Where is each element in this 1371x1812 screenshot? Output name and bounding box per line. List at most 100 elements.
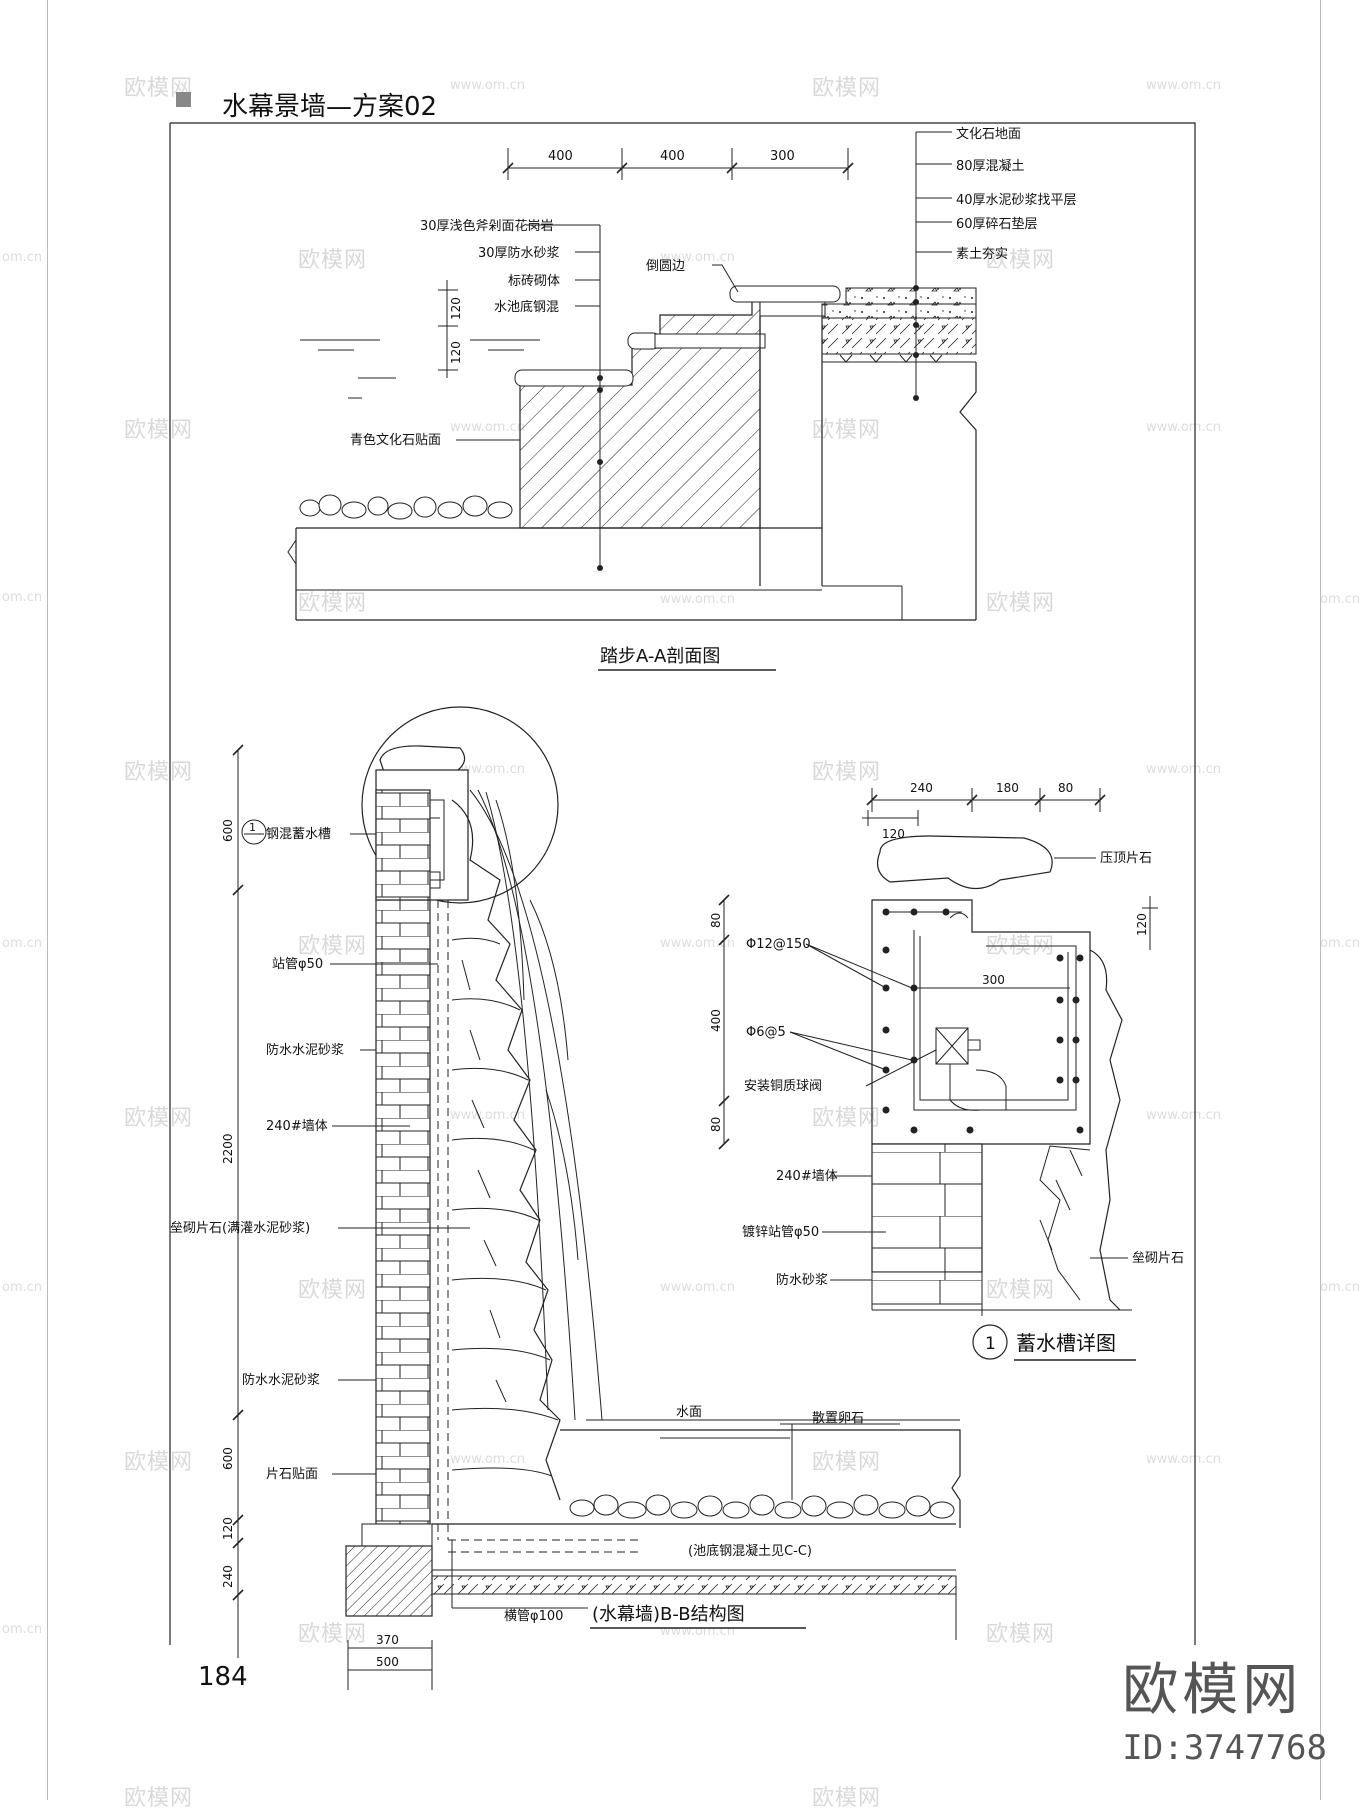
dim-detail-top-sub: 120 bbox=[882, 827, 905, 841]
watermark: 欧模网 bbox=[124, 418, 194, 443]
section-bb: 600 2200 600 120 240 bbox=[170, 706, 961, 1690]
label-galvanized-pipe: 镀锌站管φ50 bbox=[742, 1224, 819, 1240]
section-aa-title: 踏步A-A剖面图 bbox=[600, 646, 720, 667]
label-240-wall: 240#墙体 bbox=[266, 1119, 328, 1134]
dim-bb-bottom: 370 bbox=[376, 1633, 399, 1647]
title-marker bbox=[176, 92, 191, 107]
sheet-edge-right bbox=[1320, 0, 1321, 1800]
label-stand-pipe: 站管φ50 bbox=[272, 957, 323, 972]
detail-1: 240 180 80 120 压顶片石 120 300 bbox=[709, 781, 1184, 1361]
drawing-frame bbox=[170, 122, 1196, 1645]
watermark: 欧模网 bbox=[812, 76, 882, 101]
watermark: 欧模网 bbox=[298, 1278, 368, 1303]
label-stone-facing: 片石贴面 bbox=[266, 1467, 318, 1482]
watermark-url: www.om.cn bbox=[1146, 1108, 1221, 1123]
watermark-url: om.cn bbox=[1320, 936, 1361, 951]
label-detail-waterproof-mortar: 防水砂浆 bbox=[776, 1272, 828, 1288]
watermark-url: om.cn bbox=[2, 250, 43, 265]
watermark: 欧模网 bbox=[986, 1622, 1056, 1647]
watermark-url: www.om.cn bbox=[1146, 420, 1221, 435]
section-aa: 400 400 300 120 120 bbox=[287, 127, 1077, 671]
watermark-url: www.om.cn bbox=[660, 250, 735, 265]
label-detail-240-wall: 240#墙体 bbox=[776, 1169, 838, 1184]
label-rebar-phi6: Φ6@5 bbox=[746, 1025, 786, 1040]
watermark: 欧模网 bbox=[124, 1450, 194, 1475]
watermark: 欧模网 bbox=[124, 760, 194, 785]
watermark: 欧模网 bbox=[986, 1278, 1056, 1303]
watermark-url: om.cn bbox=[2, 1622, 43, 1637]
watermark-url: www.om.cn bbox=[450, 1452, 525, 1467]
label-facing: 青色文化石贴面 bbox=[350, 432, 441, 448]
label-leveling-40: 40厚水泥砂浆找平层 bbox=[956, 193, 1077, 208]
dim-bb-left: 240 bbox=[221, 1565, 235, 1588]
watermark: 欧模网 bbox=[812, 1450, 882, 1475]
dim-bb-left: 600 bbox=[221, 819, 235, 842]
watermark-url: www.om.cn bbox=[660, 1280, 735, 1295]
label-round-edge: 倒圆边 bbox=[646, 259, 685, 274]
dim-aa-top: 400 bbox=[660, 149, 685, 164]
brand-logo: 欧模网 ID:3747768 bbox=[1122, 1645, 1327, 1768]
label-concrete-80: 80厚混凝土 bbox=[956, 158, 1025, 174]
dim-aa-left: 120 bbox=[449, 341, 463, 364]
label-detail-stacked-stone: 垒砌片石 bbox=[1132, 1251, 1184, 1266]
label-compacted-soil: 素土夯实 bbox=[956, 247, 1008, 262]
watermark-url: www.om.cn bbox=[1146, 762, 1221, 777]
dim-detail-left: 80 bbox=[709, 1117, 723, 1132]
watermark-url: www.om.cn bbox=[450, 762, 525, 777]
page-title: 水幕景墙—方案02 bbox=[222, 92, 438, 122]
brand-name: 欧模网 bbox=[1122, 1658, 1303, 1723]
watermark-url: www.om.cn bbox=[450, 420, 525, 435]
dim-bb-left: 600 bbox=[221, 1447, 235, 1470]
watermark-url: om.cn bbox=[2, 936, 43, 951]
label-brick-masonry: 标砖砌体 bbox=[508, 274, 560, 289]
dim-aa-top: 400 bbox=[548, 149, 573, 164]
watermark-url: om.cn bbox=[1320, 592, 1361, 607]
watermark: 欧模网 bbox=[124, 1106, 194, 1131]
label-pool-bottom: 水池底钢混 bbox=[494, 299, 559, 315]
label-rebar-phi12: Φ12@150 bbox=[746, 937, 811, 952]
label-stacked-stone: 垒砌片石(满灌水泥砂浆) bbox=[170, 1221, 310, 1236]
watermark: 欧模网 bbox=[298, 248, 368, 273]
callout-number: 1 bbox=[249, 821, 256, 834]
label-water-surface: 水面 bbox=[676, 1405, 702, 1420]
label-waterproof-mortar: 30厚防水砂浆 bbox=[478, 245, 560, 261]
watermark: 欧模网 bbox=[986, 248, 1056, 273]
label-concrete-tank: 钢混蓄水槽 bbox=[266, 827, 331, 842]
watermark-url: www.om.cn bbox=[1146, 78, 1221, 93]
section-bb-title: (水幕墙)B-B结构图 bbox=[592, 1604, 745, 1625]
dim-detail-top: 240 bbox=[910, 781, 933, 795]
sheet-edge-left bbox=[47, 0, 48, 1800]
watermark-url: www.om.cn bbox=[450, 78, 525, 93]
label-gravel-60: 60厚碎石垫层 bbox=[956, 216, 1038, 232]
label-copper-valve: 安装铜质球阀 bbox=[744, 1079, 822, 1094]
label-cap-stone: 压顶片石 bbox=[1100, 851, 1152, 866]
page-number: 184 bbox=[198, 1662, 248, 1692]
dim-detail-inner: 300 bbox=[982, 973, 1005, 987]
label-culture-stone-floor: 文化石地面 bbox=[956, 127, 1021, 142]
dim-detail-top: 80 bbox=[1058, 781, 1073, 795]
dim-detail-right: 120 bbox=[1135, 913, 1149, 936]
dim-bb-left: 120 bbox=[221, 1517, 235, 1540]
watermark-url: www.om.cn bbox=[1146, 1452, 1221, 1467]
model-id: ID:3747768 bbox=[1122, 1728, 1327, 1768]
label-waterproof-cement-mortar: 防水水泥砂浆 bbox=[266, 1042, 344, 1058]
watermark: 欧模网 bbox=[812, 418, 882, 443]
dim-bb-left: 2200 bbox=[221, 1133, 235, 1164]
watermark-url: om.cn bbox=[2, 590, 43, 605]
watermark: 欧模网 bbox=[812, 760, 882, 785]
label-granite: 30厚浅色斧剁面花岗岩 bbox=[420, 218, 554, 234]
label-pool-bottom-see-cc: (池底钢混凝土见C-C) bbox=[688, 1543, 812, 1559]
dim-detail-top: 180 bbox=[996, 781, 1019, 795]
watermark-url: om.cn bbox=[2, 1280, 43, 1295]
label-waterproof-cement-mortar-2: 防水水泥砂浆 bbox=[242, 1372, 320, 1388]
dim-bb-bottom: 500 bbox=[376, 1655, 399, 1669]
watermark-url: om.cn bbox=[1320, 1280, 1361, 1295]
dim-aa-left: 120 bbox=[449, 297, 463, 320]
detail-callout-number: 1 bbox=[985, 1334, 996, 1354]
dim-detail-left: 400 bbox=[709, 1009, 723, 1032]
watermark-url: www.om.cn bbox=[660, 936, 735, 951]
dim-detail-left: 80 bbox=[709, 913, 723, 928]
watermark: 欧模网 bbox=[298, 934, 368, 959]
